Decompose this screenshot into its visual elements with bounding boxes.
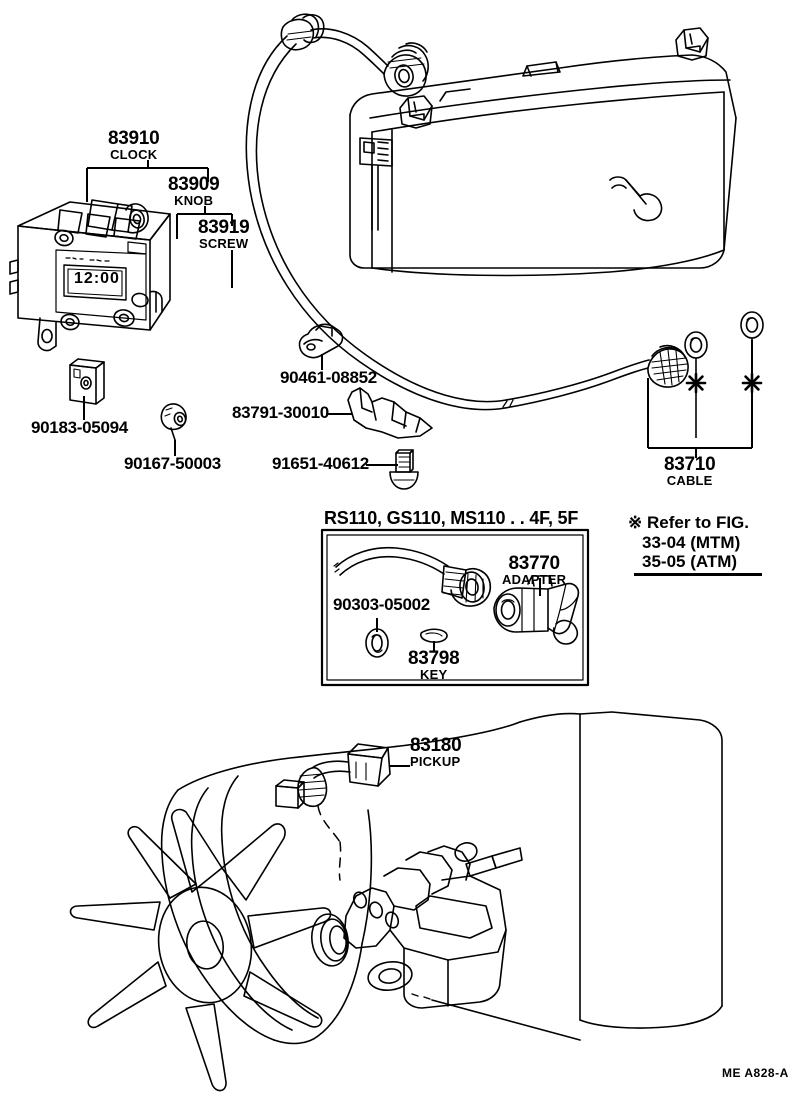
part-name-pickup: PICKUP [410,754,461,769]
note-underline [634,573,762,577]
label-83909-knob: 83909 KNOB [168,174,220,208]
label-90303-05002: 90303-05002 [333,596,430,613]
clock-display-time: 12:00 [74,270,120,287]
part-90183-artwork [69,358,105,405]
cluster-reset-knob [609,176,663,222]
cable-reference-asterisks [685,372,763,394]
part-number-83909: 83909 [168,174,220,195]
note-text-1: Refer to FIG. [646,513,749,532]
note-line-3: 35-05 (ATM) [642,552,738,572]
part-90167-artwork [160,403,187,441]
part-83798-artwork [419,628,448,643]
part-number-83180: 83180 [410,735,462,756]
label-90183-05094: 90183-05094 [31,419,128,436]
part-83770-artwork [493,575,580,645]
part-90461-artwork [298,323,344,359]
part-number-83770: 83770 [508,553,560,574]
part-number-90461-08852: 90461-08852 [280,368,377,387]
cable-grommets-artwork [684,311,764,359]
part-number-83910: 83910 [108,128,160,149]
note-line-2: 33-04 (MTM) [642,532,741,552]
asterisk-icon: ※ [628,513,643,532]
cable-artwork [245,13,689,411]
part-number-90167-50003: 90167-50003 [124,454,221,473]
inset-connector [441,565,492,607]
part-number-91651-40612: 91651-40612 [272,454,369,473]
label-83910-clock: 83910 CLOCK [108,128,160,162]
part-number-83791-30010: 83791-30010 [232,403,329,422]
inset-title: RS110, GS110, MS110 . . 4F, 5F [324,508,579,528]
diagram-footer-code: ME A828-A [722,1066,789,1080]
part-number-83798: 83798 [408,648,460,669]
cable-lower-terminal [647,344,689,388]
cluster-clip-left [399,95,433,129]
cluster-clip-right [675,27,709,61]
pickup-sensor-artwork [275,743,391,809]
instrument-cluster-artwork [349,27,737,277]
part-83791-artwork [347,387,433,439]
part-number-90183-05094: 90183-05094 [31,418,128,437]
note-line-1: ※ Refer to FIG. [628,513,762,533]
label-83798-key: 83798 KEY [408,648,460,682]
clock-mounting-bosses [54,229,149,331]
part-name-knob: KNOB [174,193,214,208]
clock-knob-artwork [87,199,149,234]
label-90167-50003: 90167-50003 [124,455,221,472]
part-number-90303-05002: 90303-05002 [333,595,430,614]
part-name-clock: CLOCK [110,147,158,162]
label-83710-cable: 83710 CABLE [664,454,716,488]
inset-artwork [320,528,590,687]
clock-body-artwork [9,199,171,352]
part-90303-artwork [365,628,389,658]
cluster-connector-left [359,137,393,231]
part-name-screw: SCREW [198,236,249,251]
label-91651-40612: 91651-40612 [272,455,369,472]
engine-scene-artwork [69,711,723,1092]
part-name-cable: CABLE [666,473,713,488]
label-83180-pickup: 83180 PICKUP [410,735,462,769]
label-83770-adapter: 83770 ADAPTER [502,554,566,586]
part-name-adapter: ADAPTER [502,572,567,587]
label-90461-08852: 90461-08852 [280,369,377,386]
part-name-key: KEY [420,667,448,682]
refer-to-figure-note: ※ Refer to FIG. 33-04 (MTM) 35-05 (ATM) [628,513,762,577]
label-83919-screw: 83919 SCREW [198,217,250,251]
part-number-83710: 83710 [664,454,716,475]
part-number-83919: 83919 [198,217,250,238]
label-83791-30010: 83791-30010 [232,404,329,421]
transmission-drive-artwork [343,842,523,1009]
cable-upper-connector [383,42,429,97]
